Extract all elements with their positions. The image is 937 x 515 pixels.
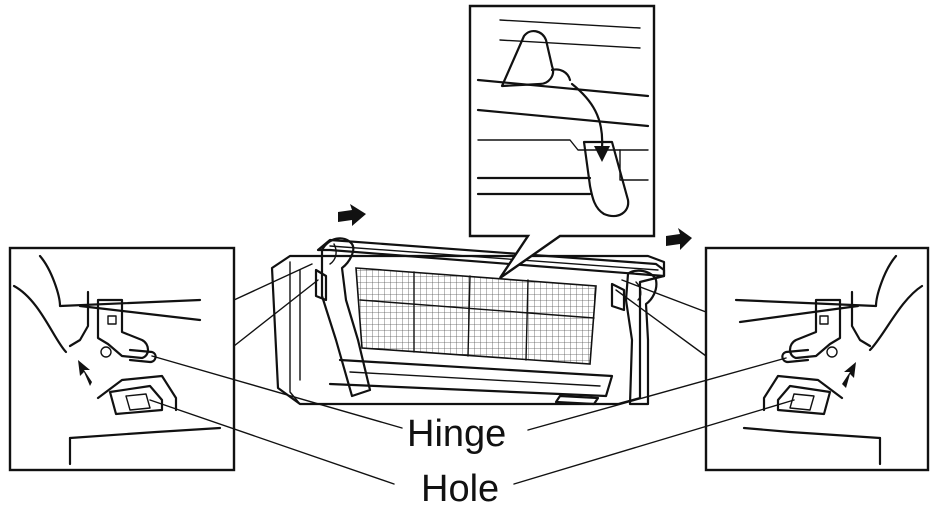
right-hand bbox=[624, 269, 658, 406]
arrow-up-left-icon bbox=[78, 360, 92, 386]
arrow-up-right-icon bbox=[842, 362, 856, 388]
hinge-label: Hinge bbox=[407, 413, 507, 455]
inset-left-hinge-detail bbox=[8, 246, 236, 472]
inset-filter-tab-detail bbox=[468, 4, 656, 279]
air-filter bbox=[355, 267, 597, 365]
hole-label: Hole bbox=[421, 468, 500, 510]
air-conditioner-unit bbox=[270, 238, 666, 406]
arrow-right-icon bbox=[666, 228, 692, 250]
arrow-right-icon bbox=[338, 204, 366, 226]
callout-lines bbox=[149, 263, 795, 485]
curved-arrow-down-icon bbox=[570, 82, 610, 162]
inset-right-hinge-detail bbox=[704, 246, 930, 472]
left-hand bbox=[320, 237, 372, 398]
